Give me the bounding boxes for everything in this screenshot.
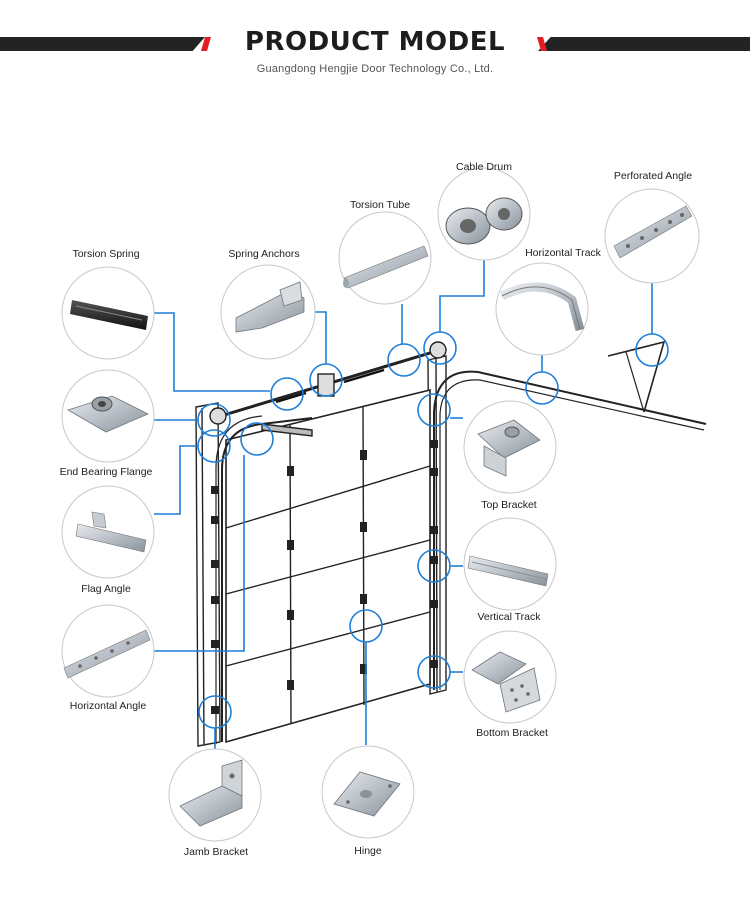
header-accent-right bbox=[537, 37, 547, 51]
flag-angle-icon bbox=[75, 511, 147, 553]
label-horizontal-track: Horizontal Track bbox=[525, 247, 601, 259]
label-horizontal-angle: Horizontal Angle bbox=[69, 700, 147, 712]
end-bearing-flange-icon bbox=[67, 395, 149, 433]
perforated-angle-icon bbox=[613, 205, 693, 259]
horizontal-angle-icon bbox=[63, 629, 151, 679]
callout-lines bbox=[154, 260, 669, 750]
label-perforated-angle: Perforated Angle bbox=[613, 170, 693, 182]
vertical-track-icon bbox=[467, 555, 549, 587]
header-bar-left bbox=[0, 37, 205, 51]
torsion-tube-icon bbox=[343, 245, 429, 289]
horizontal-track-icon bbox=[499, 282, 585, 332]
page-title: PRODUCT MODEL bbox=[244, 27, 506, 57]
torsion-spring-icon bbox=[70, 300, 148, 330]
hinge-hardware bbox=[211, 440, 438, 714]
label-vertical-track: Vertical Track bbox=[477, 611, 541, 623]
label-cable-drum: Cable Drum bbox=[455, 161, 513, 173]
label-spring-anchors: Spring Anchors bbox=[228, 248, 300, 260]
label-torsion-spring: Torsion Spring bbox=[72, 248, 140, 260]
label-end-bearing-flange: End Bearing Flange bbox=[59, 466, 153, 478]
jamb-bracket-icon bbox=[179, 759, 243, 827]
label-flag-angle: Flag Angle bbox=[81, 583, 131, 595]
label-jamb-bracket: Jamb Bracket bbox=[183, 846, 249, 858]
label-hinge: Hinge bbox=[354, 845, 382, 857]
bottom-bracket-icon bbox=[471, 651, 541, 713]
header-bar-right bbox=[538, 37, 750, 51]
label-top-bracket: Top Bracket bbox=[481, 499, 537, 511]
hinge-icon bbox=[333, 771, 401, 817]
header-accent-left bbox=[201, 37, 211, 51]
label-bottom-bracket: Bottom Bracket bbox=[476, 727, 548, 739]
company-name: Guangdong Hengjie Door Technology Co., L… bbox=[256, 63, 494, 75]
cable-drum-icon bbox=[445, 197, 523, 245]
garage-door bbox=[195, 340, 707, 747]
label-torsion-tube: Torsion Tube bbox=[349, 199, 411, 211]
spring-anchor-icon bbox=[235, 281, 305, 333]
top-bracket-icon bbox=[477, 419, 541, 477]
